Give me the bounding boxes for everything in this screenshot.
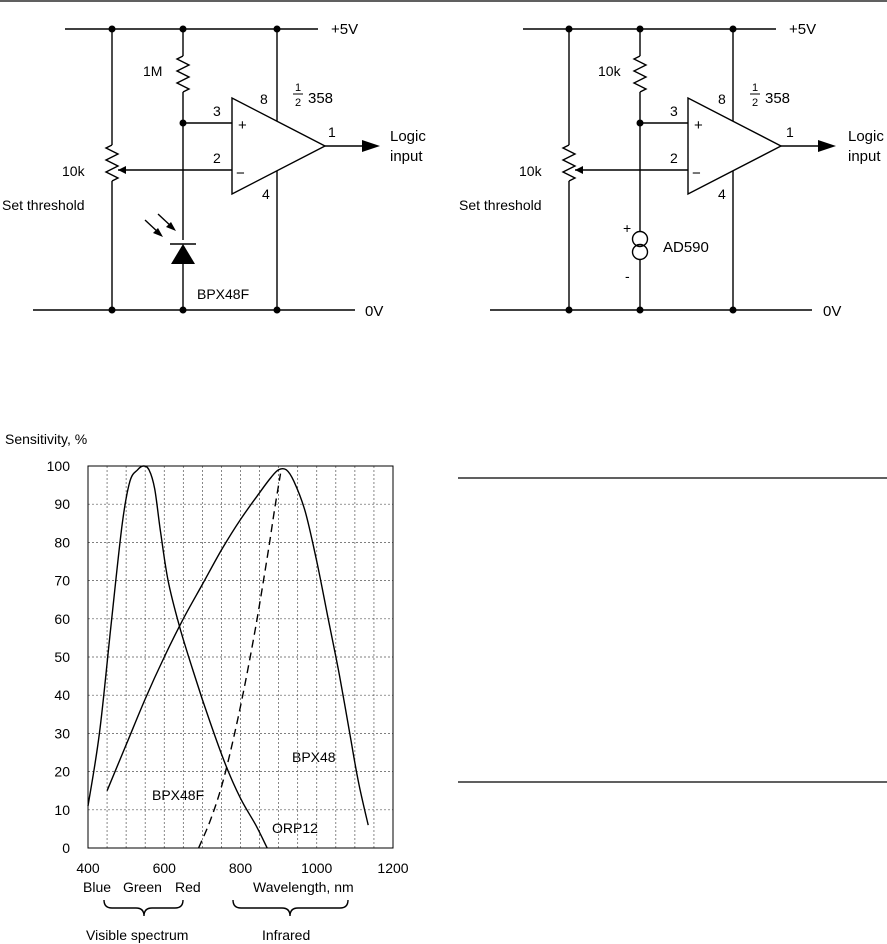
output-label-2: input — [390, 148, 423, 165]
fraction-den: 2 — [752, 97, 758, 109]
pot-caption: Set threshold — [2, 197, 85, 213]
series-orp12-line — [197, 473, 282, 849]
y-tick-label: 10 — [54, 802, 70, 818]
pin-4: 4 — [262, 186, 270, 202]
pot-value: 10k — [62, 163, 86, 179]
x-tick-label: 400 — [76, 860, 100, 876]
ground-label: 0V — [823, 303, 841, 320]
x-tick-label: 600 — [153, 860, 177, 876]
supply-label: +5V — [331, 21, 358, 38]
minus-sign: − — [236, 165, 245, 182]
sensor-plus: + — [623, 220, 631, 236]
sensor-label: BPX48F — [197, 286, 249, 302]
opamp-icon — [231, 96, 327, 196]
res-value: 10k — [598, 63, 622, 79]
pin-8: 8 — [718, 91, 726, 107]
pin-1: 1 — [328, 124, 336, 140]
y-tick-label: 80 — [54, 534, 70, 550]
y-tick-label: 30 — [54, 725, 70, 741]
current-source-icon — [631, 230, 649, 248]
y-tick-labels: 0 10 20 30 40 50 60 70 80 90 100 — [47, 458, 71, 856]
y-tick-label: 40 — [54, 687, 70, 703]
circuit-ad590: +5V 0V 10k Set threshold 10k + - AD590 +… — [459, 21, 884, 320]
plus-sign: + — [238, 117, 247, 134]
pin-2: 2 — [670, 150, 678, 166]
output-label-1: Logic — [848, 128, 884, 145]
fraction-num: 1 — [752, 82, 758, 94]
plot-frame — [87, 465, 394, 849]
pin-3: 3 — [213, 103, 221, 119]
x-tick-label: 800 — [229, 860, 253, 876]
band-red: Red — [175, 879, 201, 895]
y-tick-label: 50 — [54, 649, 70, 665]
minus-sign: − — [692, 165, 701, 182]
pin-1: 1 — [786, 124, 794, 140]
infrared-label: Infrared — [262, 927, 310, 943]
res-1m — [175, 55, 191, 93]
pin-3: 3 — [670, 103, 678, 119]
visible-spectrum-label: Visible spectrum — [86, 927, 188, 943]
pot-wiper-arrow — [118, 166, 126, 174]
opamp-part: 358 — [308, 90, 333, 107]
output-label-1: Logic — [390, 128, 426, 145]
fraction-num: 1 — [295, 82, 301, 94]
x-axis-label: Wavelength, nm — [253, 879, 354, 895]
pin-8: 8 — [260, 91, 268, 107]
photodiode-icon — [171, 244, 195, 264]
y-tick-label: 60 — [54, 611, 70, 627]
series-bpx48-line — [106, 467, 369, 826]
y-tick-label: 0 — [62, 840, 70, 856]
label-orp12: ORP12 — [272, 820, 318, 836]
pin-4: 4 — [718, 186, 726, 202]
visible-brace — [103, 899, 184, 917]
x-tick-labels: 400 600 800 1000 1200 — [76, 860, 408, 876]
res-10k — [632, 55, 648, 93]
pot-wiper-arrow — [575, 166, 583, 174]
pot-resistor — [561, 144, 577, 182]
pot-resistor — [104, 144, 120, 182]
output-arrow-icon — [818, 140, 836, 152]
label-bpx48f: BPX48F — [152, 787, 204, 803]
output-arrow-icon — [362, 140, 380, 152]
opamp-part: 358 — [765, 90, 790, 107]
y-tick-label: 100 — [47, 458, 71, 474]
plus-sign: + — [694, 117, 703, 134]
band-blue: Blue — [83, 879, 111, 895]
label-bpx48: BPX48 — [292, 749, 336, 765]
series-bpx48f-line — [87, 465, 268, 849]
y-tick-label: 70 — [54, 573, 70, 589]
infrared-brace — [232, 899, 349, 917]
y-tick-label: 20 — [54, 764, 70, 780]
opamp-icon — [687, 96, 783, 196]
fraction-den: 2 — [295, 97, 301, 109]
ground-label: 0V — [365, 303, 383, 320]
sensor-minus: - — [625, 268, 630, 284]
sensor-label: AD590 — [663, 239, 709, 256]
res-value: 1M — [143, 63, 162, 79]
output-label-2: input — [848, 148, 881, 165]
circuit-photodiode: +5V 0V 10k Set threshold 1M BPX48F + − 3… — [2, 21, 426, 320]
pot-value: 10k — [519, 163, 543, 179]
spectral-sensitivity-chart: Sensitivity, % 0 10 20 30 40 50 60 70 80 90 100 40… — [5, 431, 409, 943]
y-tick-label: 90 — [54, 496, 70, 512]
chart-grid — [88, 466, 393, 848]
pot-caption: Set threshold — [459, 197, 542, 213]
y-axis-label: Sensitivity, % — [5, 431, 87, 447]
band-green: Green — [123, 879, 162, 895]
x-tick-label: 1000 — [301, 860, 332, 876]
x-tick-label: 1200 — [377, 860, 408, 876]
chart-curves — [87, 465, 369, 849]
supply-label: +5V — [789, 21, 816, 38]
pin-2: 2 — [213, 150, 221, 166]
